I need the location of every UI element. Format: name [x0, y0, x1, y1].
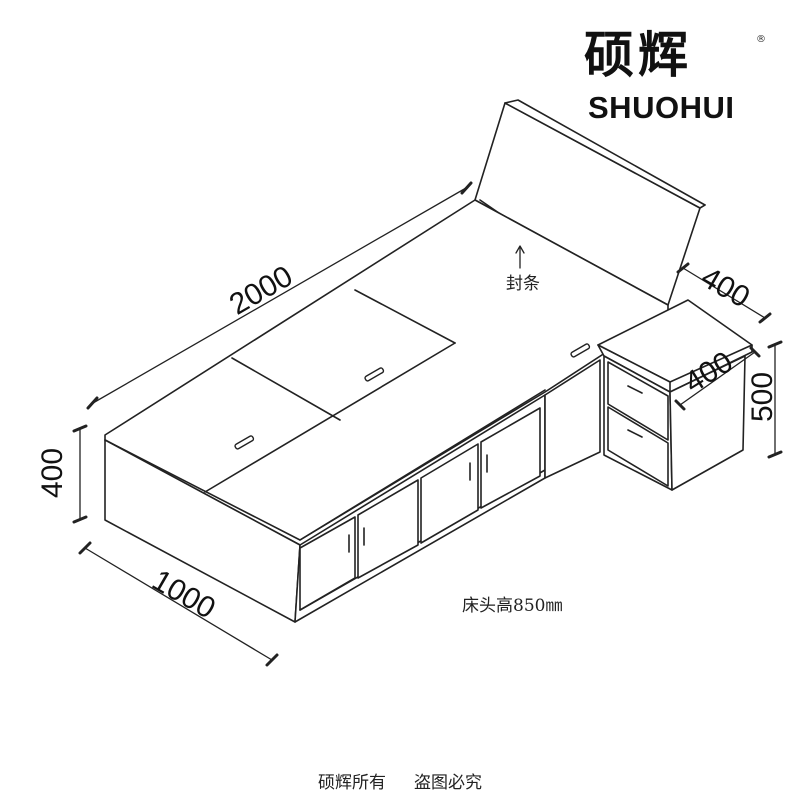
- dimension-nightstand-height: 500: [746, 371, 780, 423]
- brand-logo-en: SHUOHUI: [588, 90, 735, 125]
- edge-strip-label: 封条: [506, 274, 540, 294]
- bed-side-face: [294, 394, 546, 623]
- nightstand: [597, 299, 753, 491]
- brand-logo-cn: 硕辉: [584, 26, 692, 84]
- lid-handles: [234, 343, 591, 450]
- dimension-bed-height: 400: [36, 447, 70, 499]
- headboard-height-note: 床头高850㎜: [462, 596, 563, 616]
- footer-warning: 盗图必究: [414, 773, 482, 793]
- bed-head-side: [544, 359, 601, 479]
- dimension-lines: [72, 181, 783, 667]
- lid-panels: [204, 289, 456, 493]
- registered-mark: ®: [756, 34, 766, 45]
- copyright-footer: 硕辉所有 盗图必究: [0, 768, 800, 793]
- footer-owner: 硕辉所有: [318, 773, 386, 793]
